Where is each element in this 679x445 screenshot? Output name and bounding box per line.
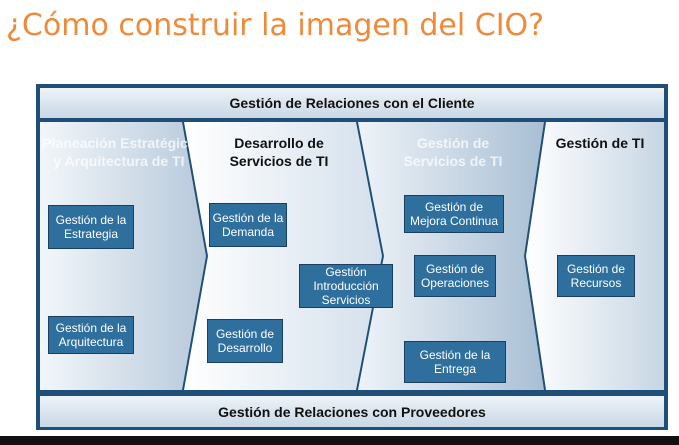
stage-planning: Planeación Estratégica y Arquitectura de…	[40, 122, 198, 390]
customer-relations-band: Gestión de Relaciones con el Cliente	[40, 88, 664, 118]
process-estrategia: Gestión de la Estrategia	[48, 205, 134, 249]
process-arquitectura: Gestión de la Arquitectura	[48, 316, 134, 354]
process-introduccion-servicios: Gestión Introducción Servicios	[299, 264, 393, 308]
stage-it-management: Gestión de TI	[537, 122, 663, 390]
process-operaciones: Gestión de Operaciones	[414, 255, 496, 297]
stage-development: Desarrollo de Servicios de TI	[205, 122, 353, 390]
process-entrega: Gestión de la Entrega	[404, 341, 506, 383]
page-title: ¿Cómo construir la imagen del CIO?	[6, 8, 545, 43]
stage-service-management: Gestión de Servicios de TI	[385, 122, 521, 390]
stage-label: Desarrollo de Servicios de TI	[229, 135, 329, 169]
bottom-edge	[0, 436, 679, 445]
process-mejora-continua: Gestión de Mejora Continua	[404, 195, 504, 233]
cio-framework-diagram: Gestión de Relaciones con el Cliente Pla…	[36, 84, 668, 430]
stage-label: Planeación Estratégica y Arquitectura de…	[42, 135, 196, 169]
stage-label: Gestión de Servicios de TI	[403, 135, 503, 169]
process-desarrollo: Gestión de Desarrollo	[207, 319, 283, 363]
process-demanda: Gestión de la Demanda	[209, 203, 287, 247]
stage-label: Gestión de TI	[555, 135, 645, 151]
process-recursos: Gestión de Recursos	[557, 255, 635, 297]
supplier-relations-band: Gestión de Relaciones con Proveedores	[40, 396, 664, 427]
